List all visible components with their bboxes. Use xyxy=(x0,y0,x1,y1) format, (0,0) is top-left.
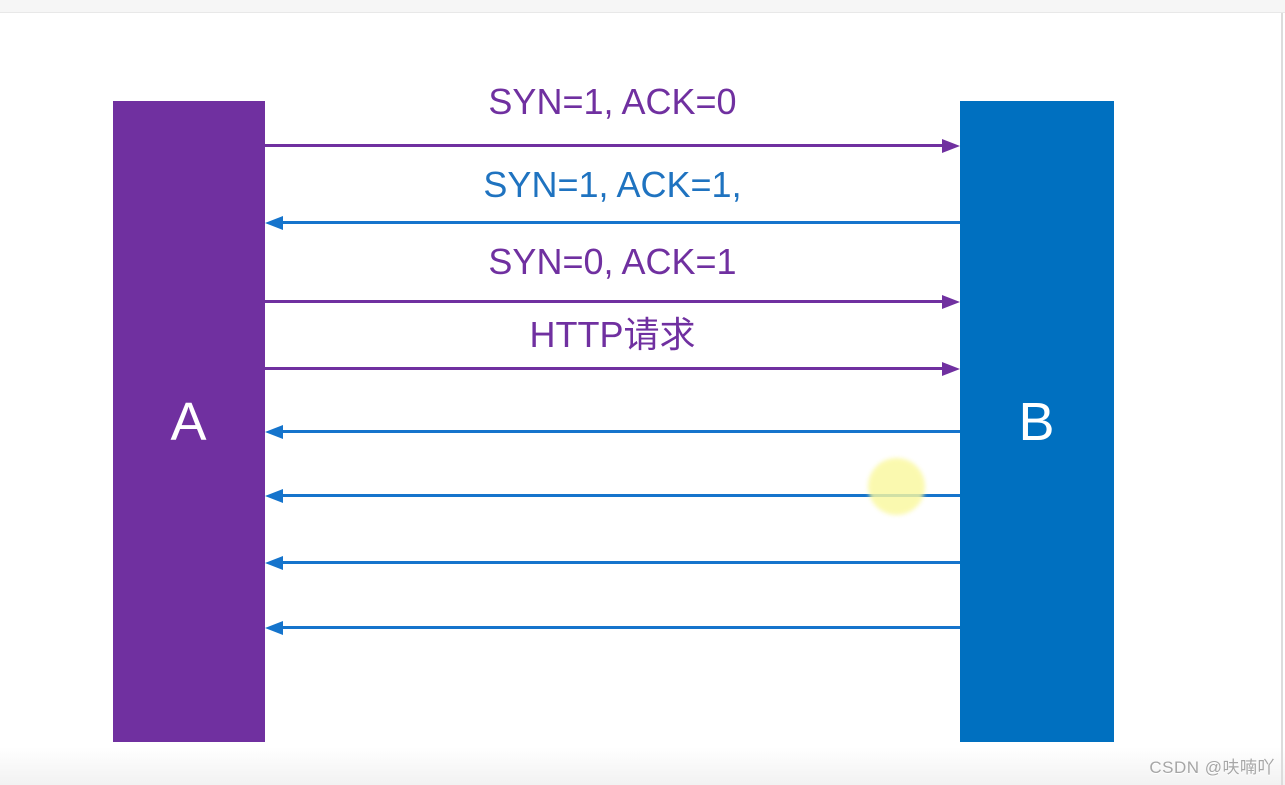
message-arrow-line xyxy=(265,367,944,370)
host-b-label: B xyxy=(1018,391,1056,452)
host-a-bar: A xyxy=(113,101,265,742)
window-right-border xyxy=(1281,13,1283,785)
arrowhead-left-icon xyxy=(265,489,283,503)
watermark: CSDN @呋喃吖 xyxy=(1149,758,1275,777)
arrowhead-left-icon xyxy=(265,556,283,570)
arrowhead-left-icon xyxy=(265,621,283,635)
bottom-fade xyxy=(0,747,1285,785)
host-b-bar: B xyxy=(960,101,1114,742)
message-arrow-line xyxy=(281,221,960,224)
message-arrow-line xyxy=(281,626,960,629)
message-label: SYN=1, ACK=0 xyxy=(488,81,737,122)
message-label: SYN=0, ACK=1 xyxy=(488,241,737,282)
top-bar xyxy=(0,0,1285,13)
arrowhead-right-icon xyxy=(942,362,960,376)
message-arrow-line xyxy=(281,430,960,433)
message-arrow-line xyxy=(281,561,960,564)
message-arrow-line xyxy=(265,300,944,303)
arrowhead-left-icon xyxy=(265,425,283,439)
message-arrow-line xyxy=(265,144,944,147)
pointer-highlight-circle xyxy=(868,458,925,515)
arrowhead-left-icon xyxy=(265,216,283,230)
arrowhead-right-icon xyxy=(942,139,960,153)
message-label: SYN=1, ACK=1, xyxy=(483,164,742,205)
host-a-label: A xyxy=(170,391,208,452)
arrowhead-right-icon xyxy=(942,295,960,309)
message-arrow-line xyxy=(281,494,960,497)
message-label: HTTP请求 xyxy=(529,314,696,355)
